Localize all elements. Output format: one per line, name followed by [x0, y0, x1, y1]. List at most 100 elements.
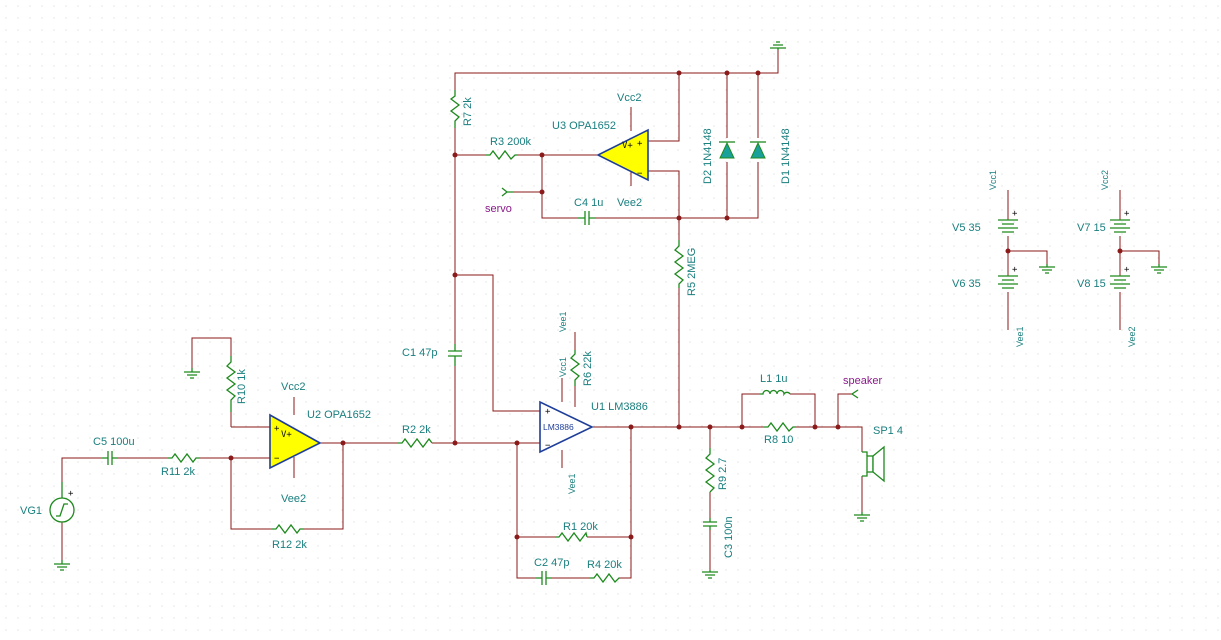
resistor-r12	[272, 523, 304, 535]
label-c4: C4 1u	[574, 197, 603, 209]
component-labels: VG1 C5 100u R11 2k R10 1k U2 OPA1652 R12…	[20, 97, 1106, 571]
svg-text:+: +	[1012, 265, 1018, 275]
label-v8: V8 15	[1077, 278, 1106, 290]
label-c5: C5 100u	[93, 436, 135, 448]
svg-text:+: +	[1124, 209, 1130, 219]
label-l1: L1 1u	[760, 373, 788, 385]
label-r5: R5 2MEG	[686, 248, 698, 296]
rail-vee2-supply: Vee2	[1127, 326, 1137, 347]
ground-symbols	[54, 41, 1167, 579]
resistor-r4	[590, 572, 620, 584]
label-u1: U1 LM3886	[591, 401, 648, 413]
resistor-r9	[704, 448, 716, 493]
amplifier-u1[interactable]: + − LM3886	[539, 400, 594, 454]
capacitors	[102, 211, 717, 585]
resistor-r7	[449, 90, 461, 128]
diode-d1	[750, 141, 766, 159]
supply-pin-label: V+	[281, 430, 292, 440]
ground-icon	[1039, 264, 1055, 274]
rail-vee1-r6: Vee1	[558, 311, 568, 332]
resistor-r2	[398, 437, 433, 449]
junctions	[228, 70, 1123, 540]
plus-pin-label: +	[274, 424, 280, 434]
resistor-r8	[764, 421, 796, 433]
opamp-u3[interactable]: + V+ −	[596, 128, 649, 182]
label-r1: R1 20k	[563, 521, 598, 533]
battery-v5: +	[998, 209, 1018, 233]
battery-v8: +	[1110, 265, 1130, 289]
rail-vcc1-u1: Vcc1	[558, 357, 568, 377]
net-label-servo: servo	[485, 203, 512, 215]
rail-vcc2-u2: Vcc2	[281, 381, 305, 393]
label-c3: C3 100n	[723, 516, 735, 558]
resistor-r10	[225, 356, 237, 412]
resistors	[168, 90, 796, 584]
ground-icon	[770, 41, 786, 50]
label-vg1: VG1	[20, 505, 42, 517]
label-sp1: SP1 4	[873, 425, 903, 437]
label-r10: R10 1k	[236, 369, 248, 404]
resistor-r6	[569, 350, 581, 386]
minus-pin-label: −	[274, 454, 280, 464]
inductor-l1	[760, 389, 791, 397]
capacitor-c2	[536, 571, 552, 585]
label-v6: V6 35	[952, 278, 981, 290]
rail-vcc1-supply: Vcc1	[988, 170, 998, 190]
minus-pin-label: −	[637, 169, 643, 179]
label-c2: C2 47p	[534, 557, 569, 569]
rail-vee1-u1: Vee1	[567, 473, 577, 494]
label-r6: R6 22k	[582, 351, 594, 386]
speaker-sp1	[862, 445, 885, 483]
minus-pin-label: −	[545, 441, 551, 451]
resistor-r3	[486, 149, 518, 161]
ground-icon	[702, 570, 718, 579]
plus-pin-label: +	[637, 139, 643, 149]
label-d1: D1 1N4148	[780, 128, 792, 184]
diode-d2	[719, 141, 735, 159]
amplifier-body-label: LM3886	[543, 422, 574, 432]
label-r4: R4 20k	[587, 559, 622, 571]
label-u2: U2 OPA1652	[307, 409, 371, 421]
svg-text:+: +	[68, 489, 74, 499]
rail-labels: Vcc2 Vee2 Vcc2 Vee2 Vcc1 Vee1 Vee1 Vcc1 …	[281, 92, 1137, 505]
label-v7: V7 15	[1077, 222, 1106, 234]
rail-vee2-u2: Vee2	[281, 493, 306, 505]
capacitor-c3	[703, 518, 717, 530]
capacitor-c1	[448, 344, 462, 366]
ground-icon	[54, 560, 70, 571]
battery-v7: +	[1110, 209, 1130, 233]
capacitor-c5	[102, 451, 118, 465]
label-c1: C1 47p	[402, 347, 437, 359]
label-r7: R7 2k	[462, 97, 474, 126]
label-r9: R9 2.7	[717, 458, 729, 490]
net-labels: servo speaker	[485, 203, 882, 387]
ground-icon	[1151, 264, 1167, 274]
label-r8: R8 10	[764, 434, 793, 446]
net-arrow-icon	[501, 187, 513, 197]
rail-vcc2-supply: Vcc2	[1100, 170, 1110, 190]
resistor-r1	[555, 531, 588, 543]
supply-pin-label: V+	[622, 141, 633, 151]
rail-vee2-u3: Vee2	[617, 197, 642, 209]
resistor-r5	[673, 240, 685, 288]
resistor-r11	[168, 452, 200, 464]
ground-icon	[854, 512, 870, 522]
rail-vcc2-u3: Vcc2	[617, 92, 641, 104]
net-label-speaker: speaker	[843, 375, 882, 387]
label-r2: R2 2k	[402, 424, 431, 436]
net-arrow-icon	[851, 389, 859, 399]
label-d2: D2 1N4148	[702, 128, 714, 184]
label-v5: V5 35	[952, 222, 981, 234]
wires	[61, 50, 1160, 579]
signal-source-vg1: +	[49, 482, 75, 523]
opamp-u2[interactable]: + V+ −	[269, 413, 322, 470]
ground-icon	[184, 368, 200, 379]
label-r11: R11 2k	[161, 466, 196, 478]
plus-pin-label: +	[545, 407, 551, 417]
svg-text:+: +	[1012, 209, 1018, 219]
label-u3: U3 OPA1652	[552, 120, 616, 132]
battery-v6: +	[998, 265, 1018, 289]
label-r3: R3 200k	[490, 136, 531, 148]
